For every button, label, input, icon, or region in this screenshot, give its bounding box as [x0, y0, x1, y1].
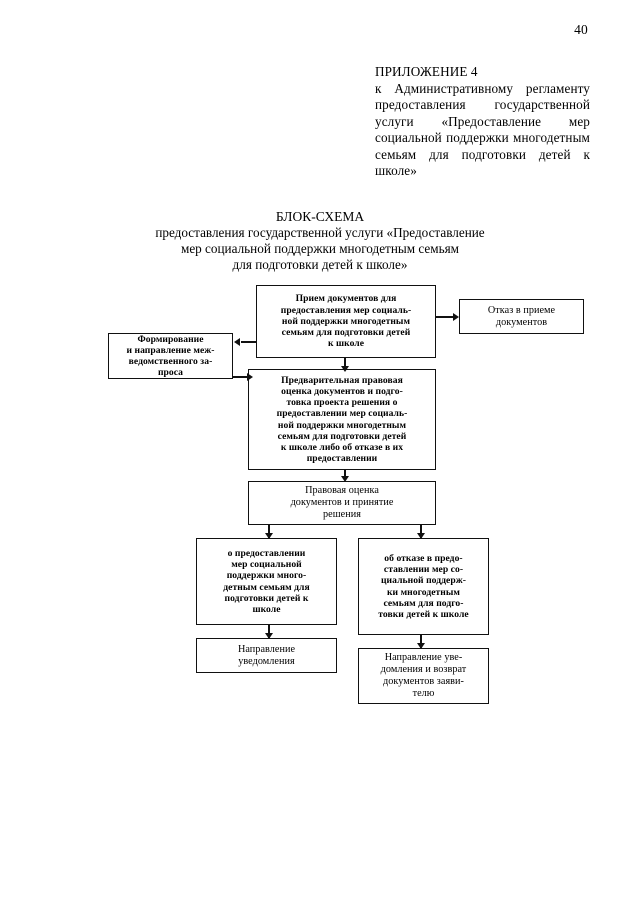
flow-node-refusal-intake[interactable]: Отказ в приеме документов	[459, 299, 584, 334]
connector-intake-to-refusal	[435, 316, 454, 318]
flow-node-send-notice-return[interactable]: Направление уве- домления и возврат доку…	[358, 648, 489, 704]
arrowhead-legal-to-grant	[264, 533, 273, 539]
arrowhead-intake-to-preliminary	[340, 366, 349, 372]
page-number: 40	[574, 22, 588, 37]
connector-legal-to-grant	[268, 524, 270, 538]
arrowhead-intake-to-interagency	[234, 337, 240, 346]
arrowhead-interagency-to-preliminary	[247, 372, 253, 381]
scheme-subtitle: предоставления государственной услуги «П…	[155, 225, 485, 272]
flow-node-decision-refuse[interactable]: об отказе в предо- ставлении мер со- циа…	[358, 538, 489, 635]
connector-intake-to-preliminary	[344, 357, 346, 369]
flow-node-legal-assessment[interactable]: Правовая оценка документов и принятие ре…	[248, 481, 436, 525]
appendix-title: ПРИЛОЖЕНИЕ 4	[375, 64, 478, 79]
flow-node-decision-grant[interactable]: о предоставлении мер социальной поддержк…	[196, 538, 337, 625]
connector-refuse-to-notice-return	[420, 635, 422, 648]
arrowhead-legal-to-refuse	[416, 533, 425, 539]
appendix-header: ПРИЛОЖЕНИЕ 4 к Административному регламе…	[375, 64, 590, 180]
connector-preliminary-to-legal	[344, 469, 346, 480]
appendix-reference-text: к Административному регламенту предостав…	[375, 80, 590, 179]
arrowhead-intake-to-refusal	[453, 312, 459, 321]
flow-node-send-notice[interactable]: Направление уведомления	[196, 638, 337, 673]
flow-node-preliminary-review[interactable]: Предварительная правовая оценка документ…	[248, 369, 436, 470]
connector-intake-to-interagency	[241, 341, 257, 343]
flow-node-intake[interactable]: Прием документов для предоставления мер …	[256, 285, 436, 358]
scheme-heading-group: БЛОК-СХЕМА предоставления государственно…	[60, 208, 580, 273]
arrowhead-grant-to-notice	[264, 633, 273, 639]
connector-grant-to-notice	[268, 625, 270, 638]
connector-interagency-to-preliminary	[232, 376, 249, 378]
arrowhead-preliminary-to-legal	[340, 476, 349, 482]
arrowhead-refuse-to-notice-return	[416, 643, 425, 649]
scheme-title: БЛОК-СХЕМА	[275, 209, 365, 224]
connector-legal-to-refuse	[420, 524, 422, 538]
flow-node-interagency-request[interactable]: Формирование и направление меж- ведомств…	[108, 333, 233, 379]
